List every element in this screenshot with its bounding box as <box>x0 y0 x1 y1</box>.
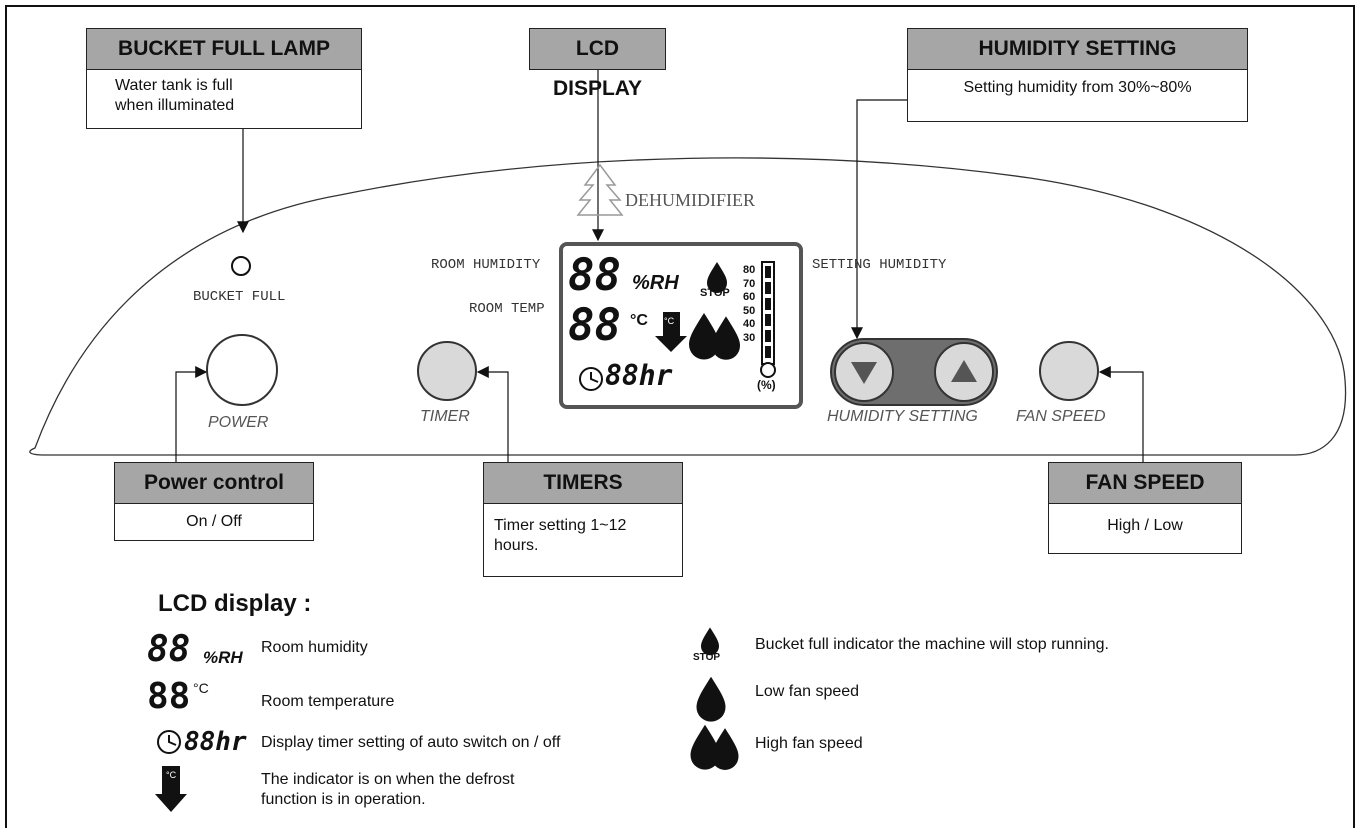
legend-low-fan-drop-icon <box>696 676 726 722</box>
legend-room-temperature: Room temperature <box>261 693 395 710</box>
lcd-temp-digits: 88 <box>568 300 621 351</box>
lcd-screen <box>559 242 803 409</box>
timer-button[interactable] <box>417 341 477 401</box>
legend-bucket-full-text: Bucket full indicator the machine will s… <box>755 636 1109 653</box>
leader-fan <box>1098 366 1144 462</box>
diagram-frame <box>5 5 1355 828</box>
callout-text: hours. <box>494 537 539 554</box>
humidity-setting-callout: HUMIDITY SETTING Setting humidity from 3… <box>907 28 1248 122</box>
humidity-setting-label: HUMIDITY SETTING <box>827 408 978 425</box>
lcd-timer-digits: 88hr <box>605 359 673 392</box>
lcd-scale-tick: 80 <box>743 264 756 276</box>
legend-room-humidity: Room humidity <box>261 639 368 656</box>
legend-high-fan-text: High fan speed <box>755 735 863 752</box>
legend-humidity-digits: 88 <box>147 629 191 670</box>
callout-text: Water tank is full <box>115 77 233 94</box>
bucket-full-label: BUCKET FULL <box>193 289 286 305</box>
brand-name: DEHUMIDIFIER <box>625 190 755 210</box>
lcd-stop-label: STOP <box>700 287 730 299</box>
room-humidity-label: ROOM HUMIDITY <box>431 257 541 273</box>
triangle-down-icon <box>851 362 877 384</box>
lcd-scale-tick: 60 <box>743 291 756 303</box>
legend-timer-digits: 88hr <box>184 727 247 757</box>
lcd-scale-labels: 80 70 60 50 40 30 <box>743 264 755 345</box>
lcd-defrost-unit: °C <box>664 316 675 326</box>
humidity-scale-segment <box>765 314 771 326</box>
legend-temp-digits: 88 <box>147 676 191 717</box>
room-temp-label: ROOM TEMP <box>469 301 545 317</box>
callout-text: Setting humidity from 30%~80% <box>963 79 1192 96</box>
legend-defrost-line: function is in operation. <box>261 791 426 808</box>
legend-low-fan-text: Low fan speed <box>755 683 860 700</box>
defrost-arrow-icon <box>655 312 687 352</box>
legend-stop-label: STOP <box>693 652 721 663</box>
legend-defrost-unit: °C <box>166 770 177 780</box>
callout-text: On / Off <box>186 513 242 530</box>
lcd-humidity-digits: 88 <box>568 250 621 301</box>
humidity-scale-segment <box>765 346 771 358</box>
legend-high-fan-drop-icon-2 <box>711 728 739 770</box>
lcd-temp-unit: °C <box>630 312 648 329</box>
lcd-scale-tick: 40 <box>743 318 756 330</box>
power-button[interactable] <box>206 334 278 406</box>
legend-humidity-unit: %RH <box>203 648 243 667</box>
lcd-scale-tick: 70 <box>743 277 756 290</box>
lcd-humidity-unit: %RH <box>632 272 679 294</box>
bucket-full-lamp-icon <box>231 256 251 276</box>
leader-timer <box>476 366 509 462</box>
brand-logo-icon <box>576 163 624 216</box>
callout-title: TIMERS <box>484 463 682 504</box>
legend-title: LCD display : <box>158 590 312 617</box>
callout-title: BUCKET FULL LAMP <box>87 29 361 70</box>
power-label: POWER <box>208 414 269 431</box>
humidity-scale-segments <box>765 266 771 358</box>
legend-temp-unit: °C <box>193 680 209 696</box>
triangle-up-icon <box>951 360 977 382</box>
legend-defrost-text: The indicator is on when the defrost fun… <box>261 770 514 810</box>
callout-text: Timer setting 1~12 <box>494 517 627 534</box>
leader-power <box>175 366 208 462</box>
callout-title: Power control <box>115 463 313 504</box>
setting-humidity-label: SETTING HUMIDITY <box>812 257 947 273</box>
humidity-scale-segment <box>765 330 771 342</box>
legend-defrost-line: The indicator is on when the defrost <box>261 771 515 788</box>
callout-text: when illuminated <box>115 97 235 114</box>
fan-speed-callout: FAN SPEED High / Low <box>1048 462 1242 554</box>
humidity-scale-segment <box>765 266 771 278</box>
lcd-scale-tick: 50 <box>743 304 756 317</box>
fan-speed-button[interactable] <box>1039 341 1099 401</box>
lcd-scale-unit: (%) <box>757 378 776 392</box>
humidity-up-button[interactable] <box>934 342 994 402</box>
legend-clock-icon <box>157 730 181 754</box>
callout-text: High / Low <box>1107 517 1183 534</box>
leader-humidity <box>851 99 908 340</box>
legend-timer-text: Display timer setting of auto switch on … <box>261 734 561 751</box>
callout-title: LCD DISPLAY <box>530 29 665 100</box>
clock-icon <box>579 367 603 391</box>
callout-title: HUMIDITY SETTING <box>908 29 1247 70</box>
timer-label: TIMER <box>420 408 470 425</box>
humidity-down-button[interactable] <box>834 342 894 402</box>
callout-title: FAN SPEED <box>1049 463 1241 504</box>
timers-callout: TIMERS Timer setting 1~12 hours. <box>483 462 683 577</box>
humidity-scale-bar <box>760 261 776 378</box>
humidity-scale-segment <box>765 298 771 310</box>
panel-outline <box>29 157 1347 456</box>
humidity-scale-segment <box>765 282 771 294</box>
legend-defrost-arrow-icon <box>155 766 187 812</box>
lcd-display-callout: LCD DISPLAY <box>529 28 666 100</box>
fan-speed-label: FAN SPEED <box>1016 408 1106 425</box>
lcd-scale-tick: 30 <box>743 331 756 344</box>
power-control-callout: Power control On / Off <box>114 462 314 541</box>
bucket-full-lamp-callout: BUCKET FULL LAMP Water tank is full when… <box>86 28 362 129</box>
